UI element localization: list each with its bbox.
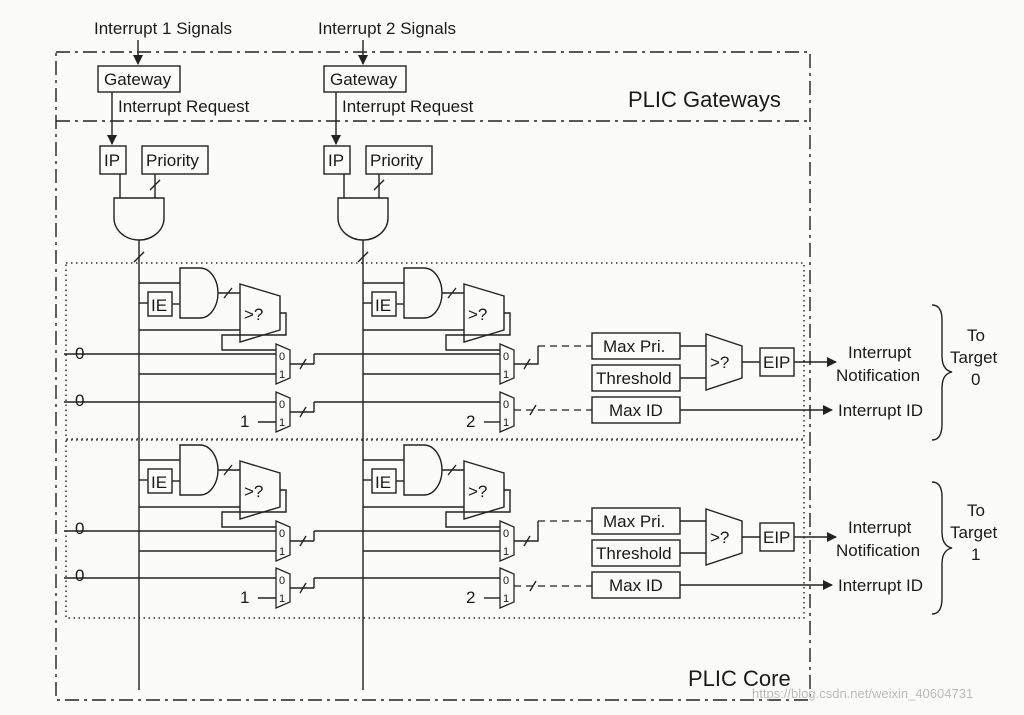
svg-text:To: To <box>967 326 985 345</box>
priority1-box <box>141 145 209 175</box>
eip-0-box <box>759 347 795 377</box>
svg-text:>?: >? <box>710 528 729 547</box>
plic-core-label: PLIC Core <box>688 666 791 691</box>
and-gate-1 <box>113 197 165 241</box>
svg-text:1: 1 <box>503 369 509 381</box>
t1-one: 1 <box>240 588 249 607</box>
ie-and-gate <box>179 267 219 319</box>
svg-text:IE: IE <box>375 473 391 492</box>
gateway1-label: Gateway <box>104 70 172 89</box>
threshold-1-box <box>591 539 681 567</box>
eip-1-box <box>759 522 795 552</box>
t1-i1-logic: IE >? 0 1 0 1 <box>64 444 314 609</box>
t0-i2-logic: IE >? 0 1 0 1 <box>313 267 592 433</box>
compare-out-0 <box>705 333 743 391</box>
threshold-0-label: Threshold <box>596 369 672 388</box>
gateway2-label: Gateway <box>330 70 398 89</box>
max-pri-1-label: Max Pri. <box>603 512 665 531</box>
max-pri-0-label: Max Pri. <box>603 337 665 356</box>
ip1-label: IP <box>104 151 120 170</box>
t0-notif-1: Interrupt <box>848 343 912 362</box>
svg-text:0: 0 <box>279 399 285 411</box>
t1-two: 2 <box>466 588 475 607</box>
gateway2-box <box>323 65 407 93</box>
ip1-box <box>99 145 127 175</box>
svg-text:To: To <box>967 501 985 520</box>
svg-text:0: 0 <box>279 528 285 540</box>
svg-text:1: 1 <box>279 369 285 381</box>
t0-zero-b: 0 <box>75 391 84 410</box>
svg-text:IE: IE <box>375 296 391 315</box>
max-id-0-label: Max ID <box>609 401 663 420</box>
svg-text:Target: Target <box>950 348 998 367</box>
svg-text:>?: >? <box>244 482 263 501</box>
priority2-box <box>365 145 433 175</box>
svg-text:1: 1 <box>279 417 285 429</box>
svg-text:1: 1 <box>279 593 285 605</box>
svg-text:>?: >? <box>710 353 729 372</box>
compare-out-1 <box>705 508 743 566</box>
t0-one: 1 <box>240 412 249 431</box>
ip2-label: IP <box>328 151 344 170</box>
svg-text:Target: Target <box>950 523 998 542</box>
svg-text:0: 0 <box>503 399 509 411</box>
t1-zero-a: 0 <box>75 519 84 538</box>
gateway1-box <box>97 65 181 93</box>
max-pri-1-box <box>591 507 681 535</box>
svg-text:1: 1 <box>503 417 509 429</box>
t0-brace <box>931 304 953 441</box>
t0-int-id: Interrupt ID <box>838 401 923 420</box>
watermark: https://blog.csdn.net/weixin_40604731 <box>752 686 973 701</box>
max-id-1-box <box>591 571 681 599</box>
interrupt1-signals-label: Interrupt 1 Signals <box>94 19 232 38</box>
priority2-label: Priority <box>370 151 423 170</box>
threshold-0-box <box>591 364 681 392</box>
t1-brace <box>931 481 953 615</box>
ie-box <box>147 291 173 317</box>
and-gate-2 <box>337 197 389 241</box>
interrupt2-signals-label: Interrupt 2 Signals <box>318 19 456 38</box>
svg-text:>?: >? <box>468 305 487 324</box>
plic-gateways-label: PLIC Gateways <box>628 87 781 112</box>
max-id-0-box <box>591 396 681 424</box>
svg-text:1: 1 <box>503 546 509 558</box>
svg-text:>?: >? <box>244 305 263 324</box>
t0-zero-a: 0 <box>75 344 84 363</box>
svg-text:IE: IE <box>151 473 167 492</box>
svg-text:0: 0 <box>971 370 980 389</box>
svg-text:0: 0 <box>279 351 285 363</box>
svg-text:>?: >? <box>468 482 487 501</box>
max-id-1-label: Max ID <box>609 576 663 595</box>
svg-text:1: 1 <box>279 546 285 558</box>
svg-text:1: 1 <box>971 545 980 564</box>
t0-notif-2: Notification <box>836 366 920 385</box>
interrupt-request2-label: Interrupt Request <box>342 97 474 116</box>
interrupt-request1-label: Interrupt Request <box>118 97 250 116</box>
target0-region <box>65 262 805 440</box>
t1-int-id: Interrupt ID <box>838 576 923 595</box>
target1-region <box>65 439 805 619</box>
ip2-box <box>323 145 351 175</box>
t1-notif-1: Interrupt <box>848 518 912 537</box>
eip-0-label: EIP <box>763 353 790 372</box>
max-pri-0-box <box>591 332 681 360</box>
svg-text:0: 0 <box>503 351 509 363</box>
t1-notif-2: Notification <box>836 541 920 560</box>
svg-text:0: 0 <box>279 575 285 587</box>
eip-1-label: EIP <box>763 528 790 547</box>
svg-text:1: 1 <box>503 593 509 605</box>
ie-label: IE <box>151 296 167 315</box>
svg-text:0: 0 <box>503 528 509 540</box>
svg-text:0: 0 <box>503 575 509 587</box>
threshold-1-label: Threshold <box>596 544 672 563</box>
priority1-label: Priority <box>146 151 199 170</box>
compare-1 <box>239 283 281 343</box>
t1-i2-logic: IE >? 0 1 0 1 <box>313 444 592 609</box>
t1-zero-b: 0 <box>75 566 84 585</box>
t0-i1-logic: IE >? 0 1 0 1 <box>64 267 314 433</box>
t0-two: 2 <box>466 412 475 431</box>
